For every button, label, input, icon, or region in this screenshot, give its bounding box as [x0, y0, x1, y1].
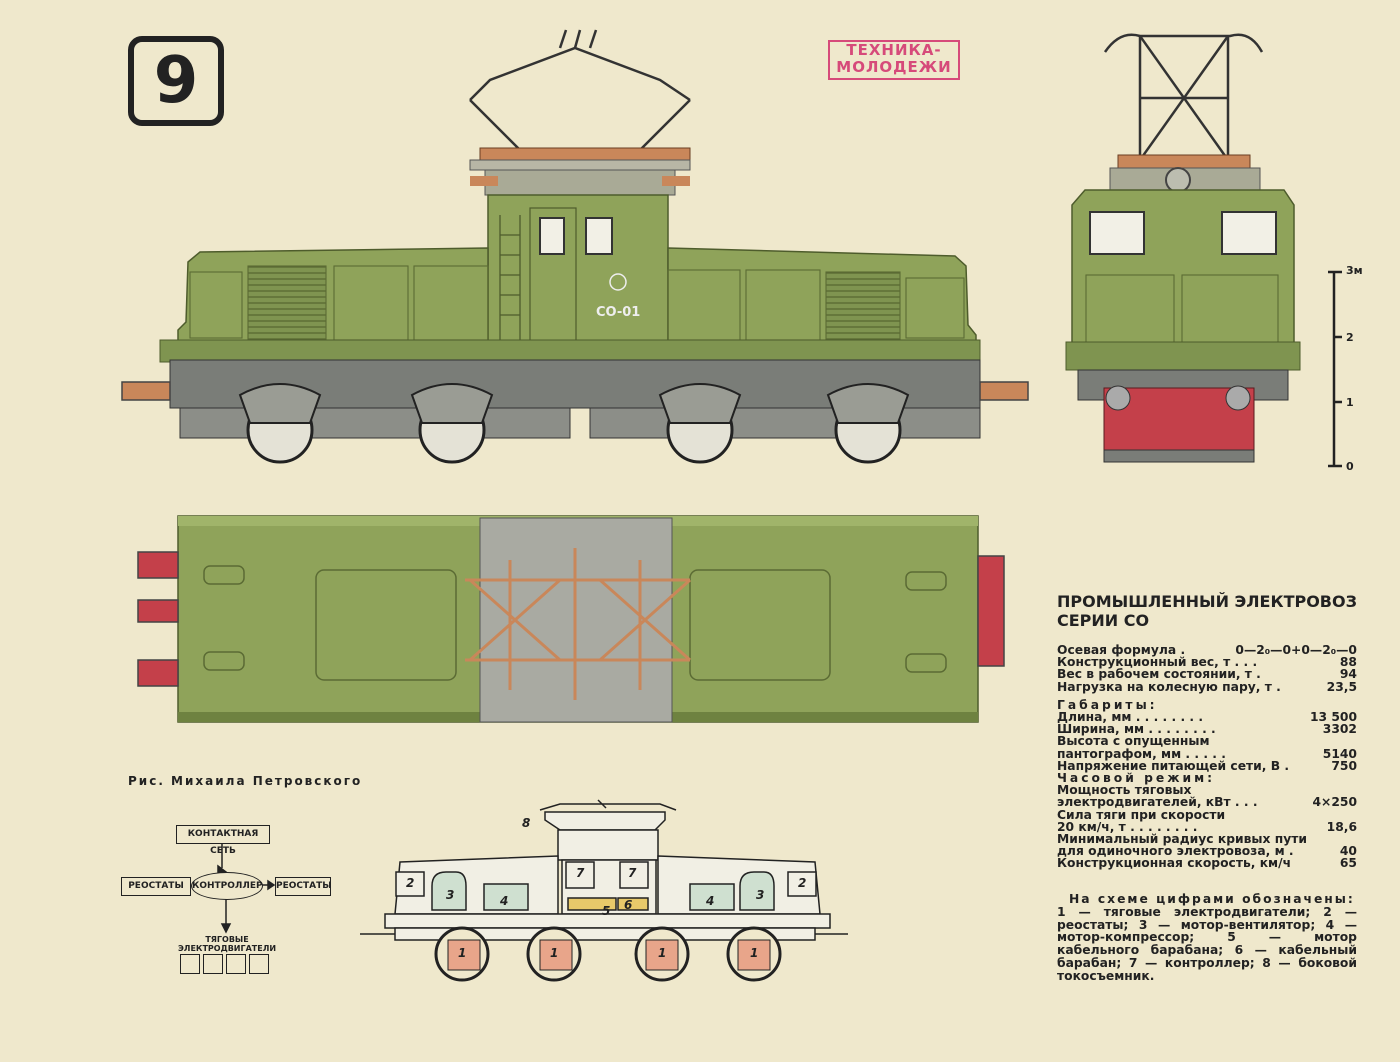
side-view-locomotive	[121, 29, 1029, 464]
title-line-2: СЕРИИ СО	[1057, 611, 1150, 630]
block-controller: КОНТРОЛЛЕР	[191, 872, 263, 900]
schematic-label-4b: 4	[706, 894, 715, 908]
block-contact-net: КОНТАКТНАЯ СЕТЬ	[176, 825, 270, 856]
legend-lead: На схеме цифрами обозначены:	[1069, 892, 1355, 906]
spec-height-line1: Высота с опущенным	[1057, 734, 1210, 749]
page-number: 9	[128, 36, 224, 126]
schematic-label-4a: 4	[500, 894, 509, 908]
motor-box-1	[180, 954, 200, 974]
scale-label-1: 1	[1346, 396, 1354, 409]
spec-traction-line1: Сила тяги при скорости	[1057, 807, 1226, 822]
spec-height: пантографом, мм . . . . .5140	[1057, 746, 1357, 761]
spec-hourly-header: Часовой режим:	[1057, 771, 1216, 786]
scale-label-3m: 3м	[1346, 264, 1363, 277]
side-bogie-right	[589, 407, 981, 439]
side-running-board	[159, 339, 981, 363]
schematic-diagram	[360, 799, 848, 982]
spec-axle-formula: Осевая формула . 0—2₀—0+0—2₀—0	[1057, 643, 1357, 657]
scale-label-2: 2	[1346, 331, 1354, 344]
top-view-locomotive	[137, 515, 1005, 723]
spec-dimensions-header: Габариты:	[1057, 697, 1158, 712]
scale-bar	[1328, 270, 1342, 468]
top-hatch-right	[689, 569, 831, 681]
side-hood-right	[667, 247, 977, 353]
schematic-label-8: 8	[522, 816, 531, 830]
side-bogie-left	[179, 407, 571, 439]
article-title: ПРОМЫШЛЕННЫЙ ЭЛЕКТРОВОЗ СЕРИИ СО	[1057, 592, 1357, 630]
schematic-label-1d: 1	[750, 946, 759, 960]
side-couplers	[121, 381, 1029, 401]
block-rheostats-right: РЕОСТАТЫ	[275, 877, 332, 896]
spec-working-weight: Вес в рабочем состоянии, т .94	[1057, 667, 1357, 682]
block-traction-motors-label: ТЯГОВЫЕ ЭЛЕКТРОДВИГАТЕЛИ	[177, 935, 277, 953]
top-pantograph	[465, 548, 691, 700]
spec-axle-load: Нагрузка на колесную пару, т .23,5	[1057, 679, 1357, 694]
side-roof-equipment	[469, 147, 691, 196]
illustration-credit: Рис. Михаила Петровского	[128, 774, 363, 788]
schematic-label-3a: 3	[446, 888, 455, 902]
schematic-legend: На схеме цифрами обозначены: 1 — тяговые…	[1057, 893, 1357, 983]
spec-radius: для одиночного электровоза, м .40	[1057, 844, 1357, 859]
top-couplers	[137, 551, 1005, 687]
schematic-label-6: 6	[624, 898, 633, 912]
top-hatch-left	[315, 569, 457, 681]
title-line-1: ПРОМЫШЛЕННЫЙ ЭЛЕКТРОВОЗ	[1057, 592, 1357, 611]
spec-power-line1: Мощность тяговых	[1057, 783, 1192, 798]
motor-box-4	[249, 954, 269, 974]
schematic-label-1b: 1	[550, 946, 559, 960]
side-cab-window-right	[585, 217, 613, 255]
logo-line-2: МОЛОДЕЖИ	[836, 58, 952, 76]
legend-text: 1 — тяговые электродвигатели; 2 — реоста…	[1057, 904, 1357, 983]
spec-length: Длина, мм . . . . . . . .13 500	[1057, 710, 1357, 725]
spec-radius-line1: Минимальный радиус кривых пути	[1057, 832, 1307, 847]
spec-power: электродвигателей, кВт . . .4×250	[1057, 795, 1357, 810]
front-pantograph	[1103, 33, 1264, 161]
magazine-logo: ТЕХНИКА- МОЛОДЕЖИ	[828, 40, 960, 80]
schematic-label-3b: 3	[756, 888, 765, 902]
side-cab	[487, 194, 669, 351]
block-rheostats-left: РЕОСТАТЫ	[121, 877, 191, 896]
front-view-locomotive	[1065, 33, 1301, 463]
loco-number-label: CO-01	[596, 305, 640, 320]
spec-traction: 20 км/ч, т . . . . . . . .18,6	[1057, 819, 1357, 834]
side-hood-left	[177, 247, 489, 353]
spec-list: Осевая формула . 0—2₀—0+0—2₀—0 Конструкц…	[1057, 644, 1357, 870]
motor-box-3	[226, 954, 246, 974]
schematic-label-2a: 2	[406, 876, 415, 890]
schematic-label-7a: 7	[576, 866, 585, 880]
logo-line-1: ТЕХНИКА-	[846, 41, 942, 59]
scale-label-0: 0	[1346, 460, 1354, 473]
schematic-label-1a: 1	[458, 946, 467, 960]
motor-box-2	[203, 954, 223, 974]
spec-design-weight: Конструкционный вес, т . . .88	[1057, 655, 1357, 670]
front-window-right	[1221, 211, 1277, 255]
schematic-label-1c: 1	[658, 946, 667, 960]
spec-width: Ширина, мм . . . . . . . .3302	[1057, 722, 1357, 737]
star-emblem-icon	[609, 273, 627, 291]
front-window-left	[1089, 211, 1145, 255]
side-pantograph	[469, 29, 691, 152]
spec-voltage: Напряжение питающей сети, В .750	[1057, 758, 1357, 773]
schematic-label-5: 5	[602, 904, 611, 918]
side-cab-window-left	[539, 217, 565, 255]
headlight-icon	[1165, 167, 1191, 193]
schematic-label-7b: 7	[628, 866, 637, 880]
side-ladder	[499, 215, 521, 345]
schematic-label-2b: 2	[798, 876, 807, 890]
